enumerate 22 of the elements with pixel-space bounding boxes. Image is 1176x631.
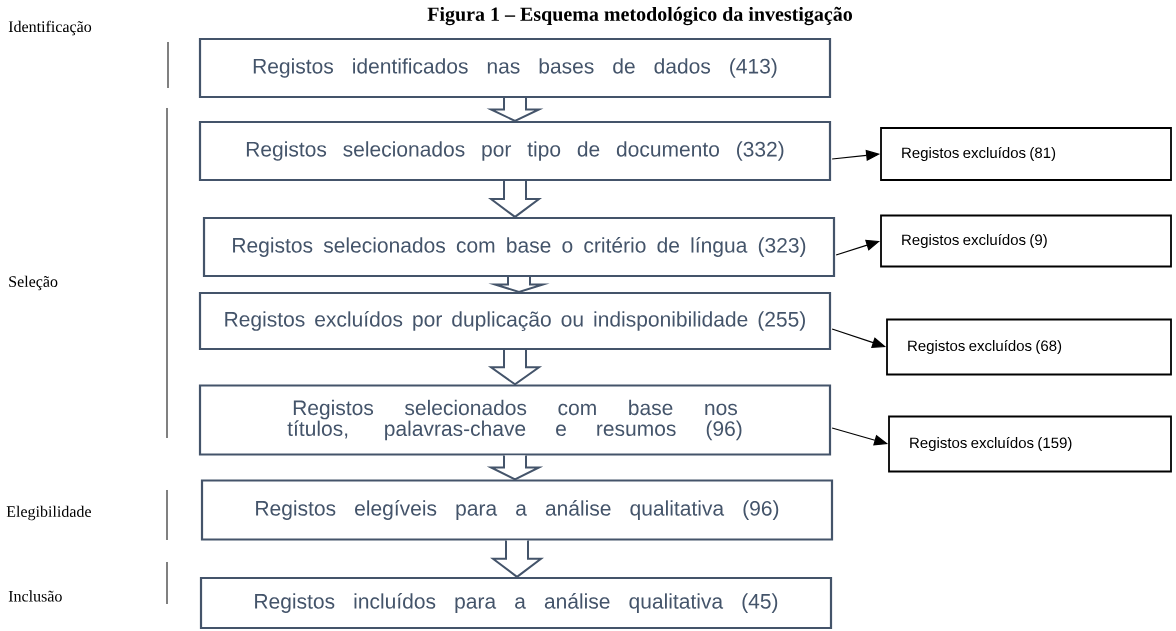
stage-label: Identificação (8, 20, 92, 36)
process-box: Registos selecionados por tipo de documento (332) (198, 120, 832, 182)
excluded-box: Registos excluídos (68) (886, 318, 1172, 376)
process-box: Registos selecionados com base o critério de língua (323) (202, 216, 836, 278)
excluded-box: Registos excluídos (81) (880, 127, 1172, 181)
process-box: Registos elegíveis para a análise qualitativa (96) (200, 479, 834, 541)
stage-label: Seleção (9, 275, 58, 291)
block-arrow (488, 180, 543, 219)
stage-label: Elegibilidade (6, 505, 91, 521)
block-arrow (486, 454, 544, 481)
block-arrow (486, 97, 544, 122)
process-box: Registos selecionados com base nos títulos, palavras-chave e resumos (96) (198, 384, 832, 456)
process-box: Registos incluídos para a análise qualitativa (45) (199, 576, 833, 630)
block-arrow (487, 349, 543, 386)
block-arrow (490, 539, 544, 579)
process-box: Registos identificados nas bases de dados (413) (198, 37, 832, 99)
figure-title: Figura 1 – Esquema metodológico da investigação (427, 6, 852, 26)
excluded-box: Registos excluídos (159) (888, 415, 1172, 473)
block-arrow (488, 276, 550, 293)
excluded-box: Registos excluídos (9) (880, 214, 1172, 268)
process-box: Registos excluídos por duplicação ou indisponibilidade (255) (198, 291, 832, 351)
stage-label: Inclusão (8, 590, 62, 602)
